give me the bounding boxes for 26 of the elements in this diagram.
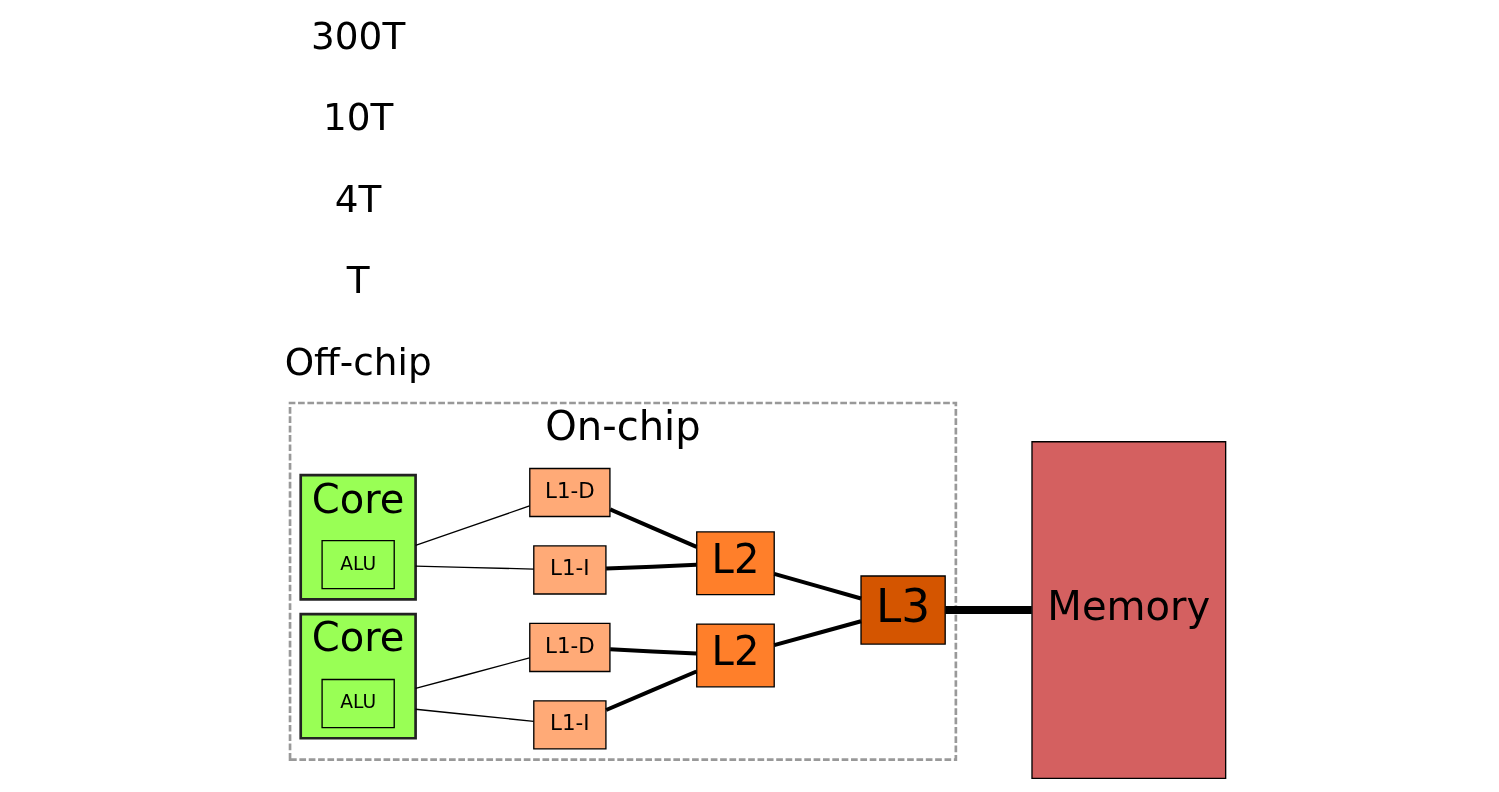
node-box: ALU xyxy=(321,678,395,729)
connector xyxy=(609,507,698,549)
label: T xyxy=(346,258,370,303)
label: 4T xyxy=(334,176,382,221)
node-box: L1-I xyxy=(533,700,607,750)
node-box: L1-I xyxy=(533,545,607,595)
node-box: L2 xyxy=(696,623,775,688)
node-box: L1-D xyxy=(529,467,611,518)
connector xyxy=(773,571,862,601)
node-box: L1-D xyxy=(529,622,611,673)
node-box: L2 xyxy=(696,531,775,596)
connector xyxy=(414,657,531,690)
connector xyxy=(605,669,698,712)
connector xyxy=(606,562,697,571)
label: Off-chip xyxy=(284,339,432,384)
connector xyxy=(414,708,535,722)
node-box: L3 xyxy=(860,575,946,645)
node-box: Memory xyxy=(1031,441,1227,779)
connector xyxy=(773,619,862,648)
node-box: ALU xyxy=(321,539,395,590)
connector xyxy=(414,565,535,570)
label: 10T xyxy=(322,95,394,140)
connector xyxy=(945,606,1032,615)
connector xyxy=(414,505,531,546)
label: 300T xyxy=(311,13,406,58)
connector xyxy=(610,647,697,656)
